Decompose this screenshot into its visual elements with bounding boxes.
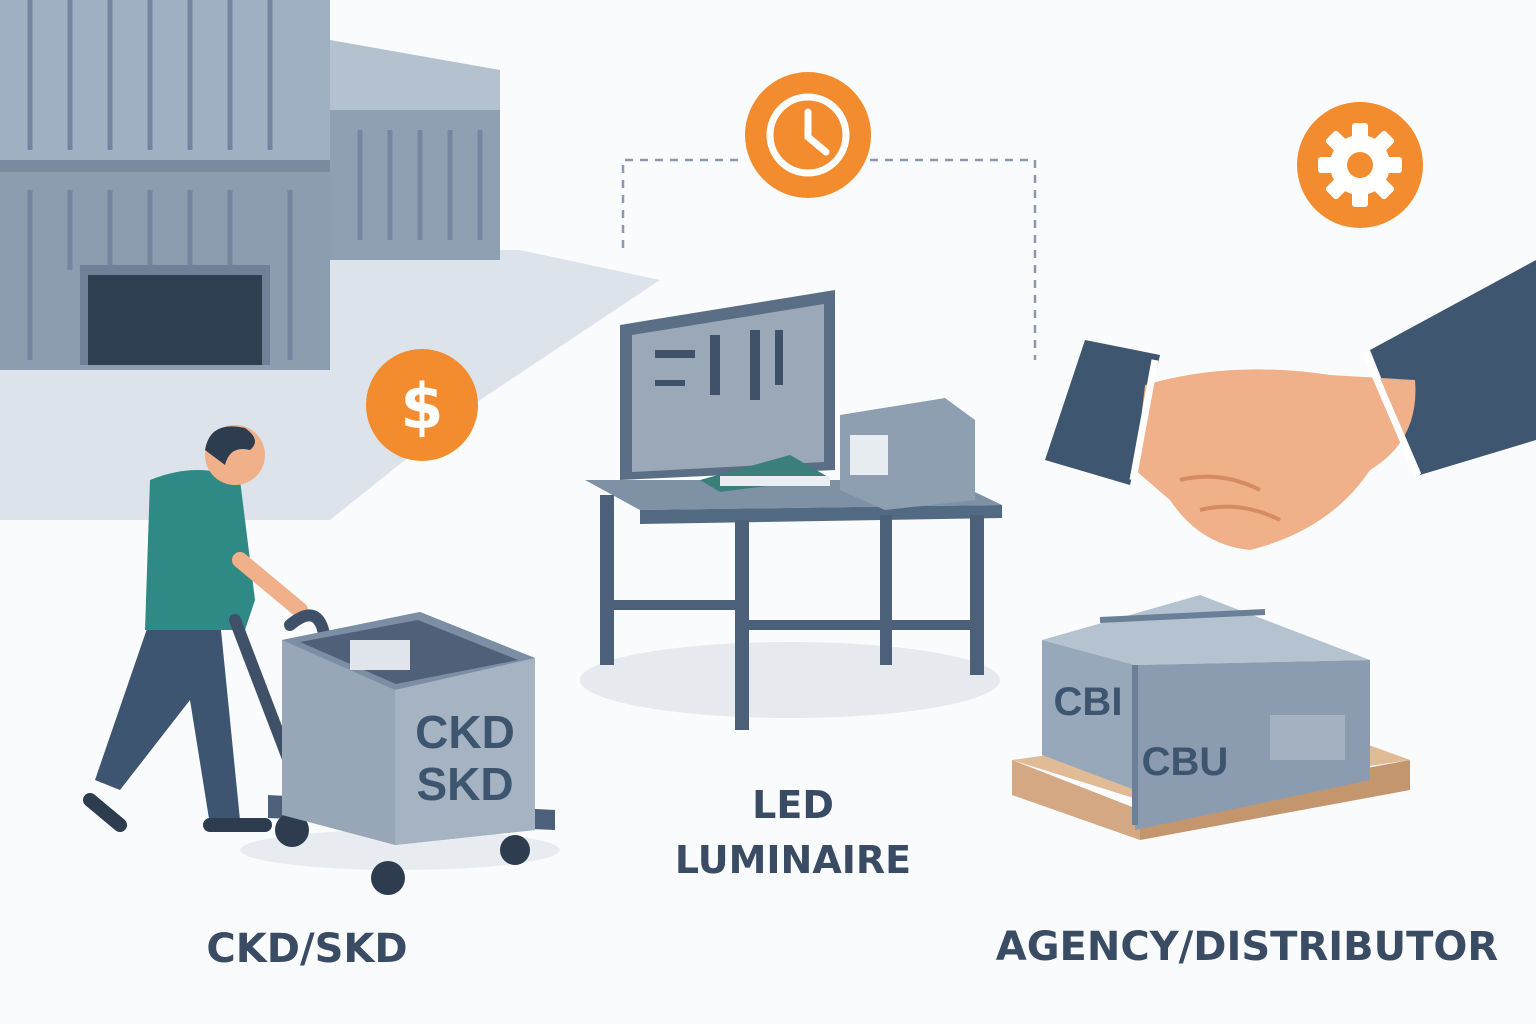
svg-text:$: $ — [400, 370, 443, 443]
caption-led-line1: LED — [752, 783, 834, 827]
ckd-box-label-1: CKD — [415, 706, 515, 758]
dashed-connector — [621, 158, 1037, 360]
warehouse-building — [0, 0, 500, 370]
ckd-box-label-2: SKD — [416, 758, 513, 810]
clock-icon — [745, 72, 871, 198]
caption-led-line2: LUMINAIRE — [675, 838, 911, 882]
dollar-icon: $ — [366, 349, 478, 461]
caption-ckd-skd: CKD/SKD — [206, 926, 407, 972]
gear-icon — [1297, 102, 1423, 228]
pallet-box: CBI CBU — [1012, 595, 1410, 840]
pallet-box-label-cbu: CBU — [1142, 740, 1229, 784]
workbench — [580, 290, 1002, 730]
worker-with-cart: CKD SKD — [83, 425, 560, 895]
handshake — [1045, 260, 1536, 550]
pallet-box-label-cbi: CBI — [1054, 680, 1123, 724]
caption-agency-distributor: AGENCY/DISTRIBUTOR — [996, 924, 1498, 970]
